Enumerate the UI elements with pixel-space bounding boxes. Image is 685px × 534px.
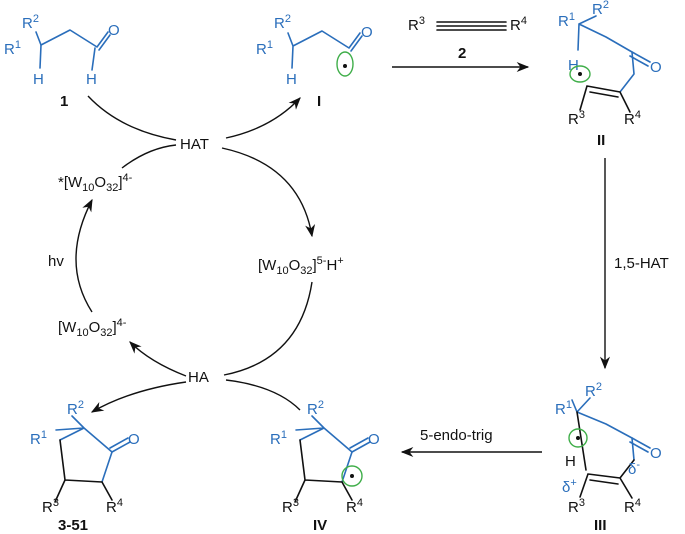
arrow-hat-to-reduced — [221, 147, 316, 238]
compound-1-oxygen: O — [108, 22, 120, 39]
compound-IV-r3: R3 — [282, 497, 299, 516]
catalytic-cycle: HAT HA hv *[W10O32]4- [W10O32]5-H+ [W10O… — [48, 95, 344, 413]
compound-III: R1 R2 H O δ+ δ- R3 R4 III — [555, 381, 662, 534]
catalyst-excited-label: *[W10O32]4- — [58, 172, 133, 194]
compound-IV-r4: R4 — [346, 497, 363, 516]
catalyst-ground-label: [W10O32]4- — [58, 317, 127, 339]
compound-II-h: H — [568, 57, 579, 74]
compound-1-r1: R1 — [4, 39, 21, 58]
compound-1: R2 R1 H H O 1 — [4, 13, 120, 110]
compound-II-orbital-lobe — [569, 65, 591, 83]
compound-3-51: R2 R1 O R3 R4 3-51 — [30, 399, 140, 534]
compound-IV-radical-dot — [350, 474, 354, 478]
compound-2-label: 2 — [458, 45, 466, 62]
compound-1-r2: R2 — [22, 13, 39, 32]
compound-III-h: H — [565, 453, 576, 470]
arrow-hv-excitation — [75, 198, 93, 313]
compound-IV-r2: R2 — [307, 399, 324, 418]
cycle-hv-label: hv — [48, 253, 64, 270]
compound-III-r3: R3 — [568, 497, 585, 516]
arrow-1-to-hat — [87, 95, 177, 141]
compound-II-radical-dot — [578, 72, 582, 76]
compound-III-delta-plus: δ+ — [562, 477, 577, 496]
arrow-hat-to-I — [225, 97, 301, 139]
compound-3-51-r1: R1 — [30, 429, 47, 448]
compound-IV: R2 R1 O R3 R4 IV — [270, 399, 380, 534]
compound-IV-orbital-lobe — [341, 465, 363, 487]
compound-I-label: I — [317, 93, 321, 110]
compound-IV-r1: R1 — [270, 429, 287, 448]
compound-II-r1: R1 — [558, 11, 575, 30]
compound-2-r4: R4 — [510, 15, 527, 34]
arrow-IV-to-ha — [225, 379, 301, 411]
compound-III-label: III — [594, 517, 607, 534]
compound-II-r4: R4 — [624, 109, 641, 128]
step-label-1-5-hat: 1,5-HAT — [614, 255, 669, 272]
compound-1-h2: H — [86, 71, 97, 88]
compound-3-51-r3: R3 — [42, 497, 59, 516]
compound-III-oxygen: O — [650, 445, 662, 462]
compound-3-51-r2: R2 — [67, 399, 84, 418]
compound-III-r1: R1 — [555, 399, 572, 418]
compound-I-r2: R2 — [274, 13, 291, 32]
cycle-ha-label: HA — [188, 369, 209, 386]
compound-IV-oxygen: O — [368, 431, 380, 448]
arrow-excited-to-hat — [121, 144, 177, 169]
compound-III-r4: R4 — [624, 497, 641, 516]
compound-3-51-label: 3-51 — [58, 517, 88, 534]
compound-I-h: H — [286, 71, 297, 88]
compound-III-delta-minus: δ- — [628, 459, 640, 478]
compound-I: R2 R1 H O I — [256, 13, 373, 110]
compound-III-radical-dot — [576, 436, 580, 440]
compound-II-oxygen: O — [650, 59, 662, 76]
compound-2-r3: R3 — [408, 15, 425, 34]
compound-I-orbital-lobe — [336, 51, 354, 77]
compound-1-h1: H — [33, 71, 44, 88]
compound-III-orbital-lobe — [568, 428, 588, 448]
compound-II-label: II — [597, 132, 605, 149]
compound-1-label: 1 — [60, 93, 68, 110]
compound-3-51-r4: R4 — [106, 497, 123, 516]
arrow-ha-to-ground — [129, 341, 187, 377]
catalyst-reduced-label: [W10O32]5-H+ — [258, 255, 344, 277]
cycle-hat-label: HAT — [180, 136, 209, 153]
compound-II-r2: R2 — [592, 0, 609, 18]
arrow-reduced-to-ha — [223, 281, 313, 376]
compound-2: R3 R4 2 — [408, 15, 527, 62]
compound-II-r3: R3 — [568, 109, 585, 128]
step-label-5-endo-trig: 5-endo-trig — [420, 427, 493, 444]
compound-II: R1 R2 H O R3 R4 II — [558, 0, 662, 149]
compound-III-r2: R2 — [585, 381, 602, 400]
compound-3-51-oxygen: O — [128, 431, 140, 448]
compound-I-oxygen: O — [361, 24, 373, 41]
compound-I-radical-dot — [343, 64, 347, 68]
compound-I-r1: R1 — [256, 39, 273, 58]
compound-IV-label: IV — [313, 517, 327, 534]
arrow-ha-to-product — [90, 381, 187, 413]
